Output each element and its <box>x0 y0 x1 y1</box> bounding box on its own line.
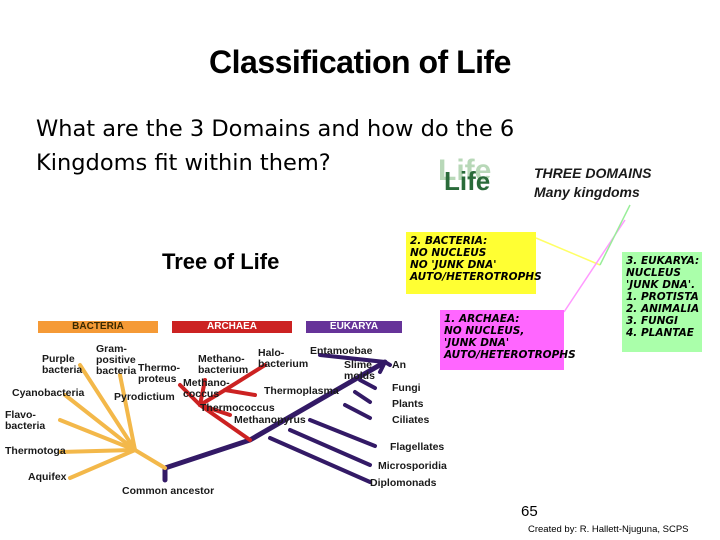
eukarya-branches <box>268 353 392 484</box>
archaea-info-box: 1. ARCHAEA: NO NUCLEUS, 'JUNK DNA' AUTO/… <box>440 310 576 370</box>
bacteria-info-box: 2. BACTERIA: NO NUCLEUS NO 'JUNK DNA' AU… <box>406 232 542 294</box>
eukarya-box-line: NUCLEUS <box>626 267 681 279</box>
label-thermococcus: Thermococcus <box>200 402 275 414</box>
tree-of-life-title: Tree of Life <box>162 249 280 274</box>
bacteria-box-line: NO 'JUNK DNA' <box>410 259 497 271</box>
label-fungi: Fungi <box>392 382 421 394</box>
archaea-branches <box>178 363 267 442</box>
svg-text:Life: Life <box>438 154 491 187</box>
domain-bar-eukarya: EUKARYA <box>306 321 402 333</box>
eukarya-info-box: 3. EUKARYA: NUCLEUS 'JUNK DNA'. 1. PROTI… <box>622 252 702 352</box>
eukarya-box-line: 'JUNK DNA'. <box>626 279 696 291</box>
label-common-ancestor: Common ancestor <box>122 485 215 497</box>
trunk-branch <box>162 359 388 483</box>
archaea-box-line: 1. ARCHAEA: <box>444 313 520 325</box>
bacteria-box-line: NO NUCLEUS <box>410 247 487 259</box>
question-line-1: What are the 3 Domains and how do the 6 <box>36 116 515 142</box>
label-methanobacterium: Methano- bacterium <box>198 353 249 376</box>
label-methanopyrus: Methanopyrus <box>234 414 306 426</box>
label-flagellates: Flagellates <box>390 441 445 453</box>
bacteria-box-line: 2. BACTERIA: <box>410 235 488 247</box>
eukarya-box-line: 1. PROTISTA <box>626 291 699 303</box>
archaea-box-line: NO NUCLEUS, <box>444 325 525 337</box>
domain-bar-archaea: ARCHAEA <box>172 321 292 333</box>
eukarya-box-line: 3. FUNGI <box>626 315 678 327</box>
archaea-box-line: AUTO/HETEROTROPHS <box>444 349 576 361</box>
slide-title: Classification of Life <box>209 44 511 80</box>
three-domains-header: THREE DOMAINS Many kingdoms <box>534 164 651 202</box>
archaea-box-line: 'JUNK DNA' <box>444 337 510 349</box>
label-ciliates: Ciliates <box>392 414 430 426</box>
label-diplomonads: Diplomonads <box>370 477 437 489</box>
label-animals-partial: An <box>392 359 406 371</box>
life-logo-text: Life <box>444 166 490 194</box>
label-pyrodictium: Pyrodictium <box>114 391 175 403</box>
label-plants: Plants <box>392 398 424 410</box>
bacteria-branches <box>58 363 167 480</box>
label-gram-positive: Gram- positive bacteria <box>96 343 137 377</box>
label-thermoproteus: Thermo- proteus <box>138 362 180 385</box>
label-methanococcus: Methano- coccus <box>183 377 230 400</box>
question-line-2: Kingdoms fit within them? <box>36 150 331 176</box>
label-cyanobacteria: Cyanobacteria <box>12 387 85 399</box>
label-flavobacteria: Flavo- bacteria <box>5 409 46 432</box>
label-aquifex: Aquifex <box>28 471 67 483</box>
credit-text: Created by: R. Hallett-Njuguna, SCPS <box>528 524 689 535</box>
page-number: 65 <box>521 503 538 520</box>
label-purple-bacteria: Purple bacteria <box>42 353 83 376</box>
label-thermotoga: Thermotoga <box>5 445 66 457</box>
question-text: What are the 3 Domains and how do the 6 … <box>36 112 636 180</box>
label-slime-molds: Slime molds <box>344 359 375 382</box>
label-microsporidia: Microsporidia <box>378 460 447 472</box>
eukarya-box-line: 4. PLANTAE <box>626 327 694 339</box>
many-kingdoms-line: Many kingdoms <box>534 184 640 200</box>
eukarya-box-line: 2. ANIMALIA <box>626 303 700 315</box>
three-domains-line: THREE DOMAINS <box>534 165 652 181</box>
domain-bar-bacteria: BACTERIA <box>38 321 158 333</box>
label-halobacterium: Halo- bacterium <box>258 347 309 370</box>
label-thermoplasma: Thermoplasma <box>264 385 339 397</box>
label-entamoebae: Entamoebae <box>310 345 373 357</box>
eukarya-box-line: 3. EUKARYA: <box>626 255 700 267</box>
life-logo-icon: Life Life <box>438 154 491 194</box>
bacteria-box-line: AUTO/HETEROTROPHS <box>410 271 542 283</box>
